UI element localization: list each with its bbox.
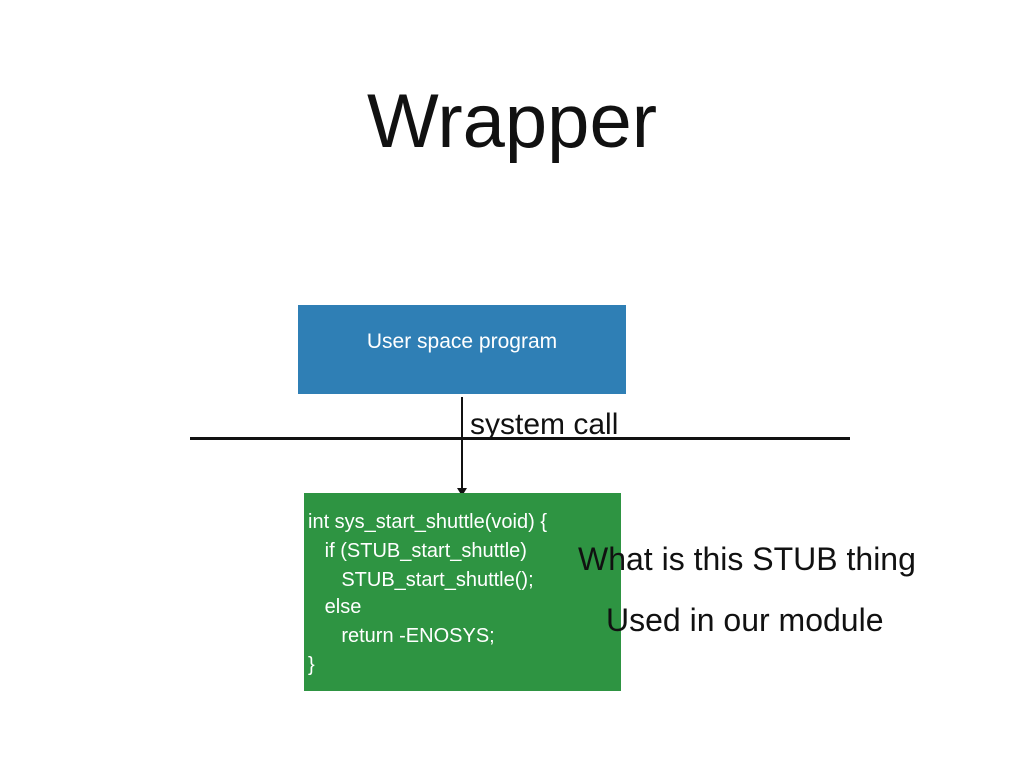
system-call-arrowhead xyxy=(457,488,467,496)
system-call-label: system call xyxy=(470,408,619,441)
code-line-6: } xyxy=(308,654,315,676)
code-line-5: return -ENOSYS; xyxy=(308,625,495,647)
slide-title: Wrapper xyxy=(366,79,658,164)
module-note-annotation: Used in our module xyxy=(606,602,884,638)
user-space-program-box: User space program xyxy=(298,305,626,394)
stub-question-annotation: What is this STUB thing xyxy=(578,541,916,577)
code-line-2: if (STUB_start_shuttle) xyxy=(308,540,527,562)
system-call-arrow xyxy=(461,397,463,490)
code-line-1: int sys_start_shuttle(void) { xyxy=(308,511,547,533)
code-line-4: else xyxy=(308,596,362,618)
user-space-program-label: User space program xyxy=(366,330,558,353)
code-line-3: STUB_start_shuttle(); xyxy=(308,569,534,591)
kernel-code-box xyxy=(304,493,621,691)
kernel-boundary-line xyxy=(190,437,850,440)
